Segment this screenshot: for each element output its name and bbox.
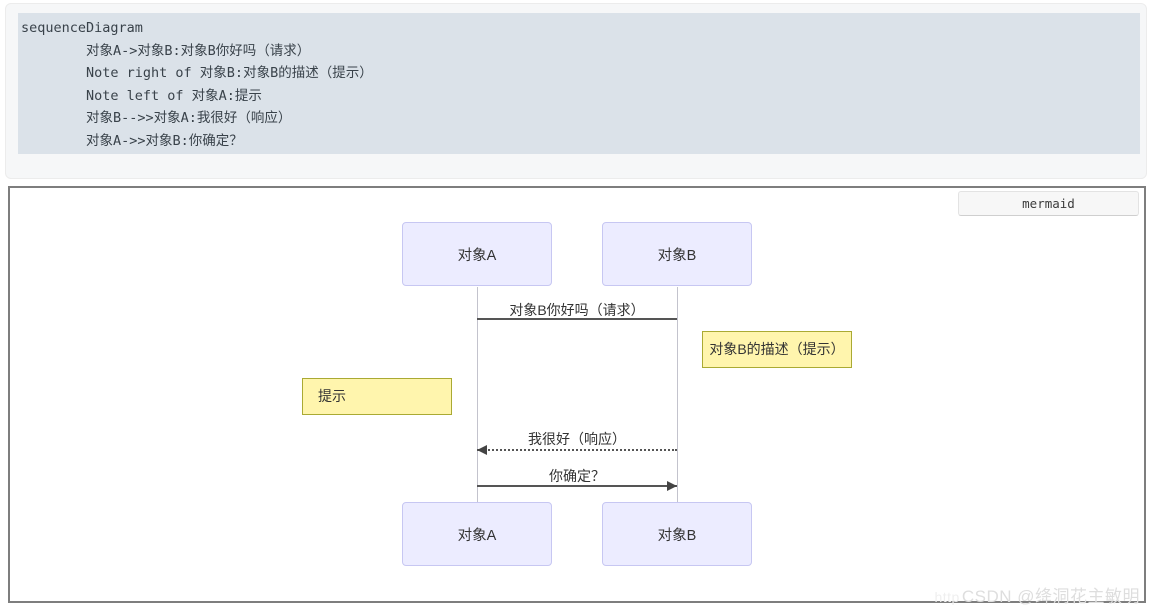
- watermark-url-fragment: http: [934, 589, 960, 605]
- message-2-line: [477, 449, 677, 451]
- actor-box-b-top: 对象B: [602, 222, 752, 286]
- message-3-label: 你确定？: [549, 468, 605, 484]
- lifeline-actor-a: [477, 287, 478, 502]
- lifeline-actor-b: [677, 287, 678, 502]
- message-2-label: 我很好（响应）: [528, 431, 626, 447]
- arrowhead-right-icon: [667, 481, 677, 491]
- mermaid-language-badge[interactable]: mermaid: [958, 191, 1139, 216]
- actor-box-a-bottom: 对象A: [402, 502, 552, 566]
- message-3-line: [477, 485, 677, 487]
- message-1-label: 对象B你好吗（请求）: [509, 302, 645, 318]
- code-line: 对象A->对象B:对象B你好吗（请求）: [21, 42, 311, 59]
- actor-label: 对象B: [657, 247, 697, 264]
- code-line: 对象B-->>对象A:我很好（响应）: [21, 110, 292, 126]
- actor-label: 对象A: [457, 527, 497, 544]
- actor-label: 对象B: [657, 527, 697, 544]
- watermark-text: CSDN @绛洞花主敏明: [961, 587, 1140, 606]
- code-line: 对象A->>对象B:你确定？: [21, 132, 243, 149]
- code-block-card: sequenceDiagram 对象A->对象B:对象B你好吗（请求） Note…: [5, 3, 1147, 179]
- message-1-line: [477, 318, 677, 320]
- arrowhead-left-icon: [477, 445, 487, 455]
- code-line: sequenceDiagram: [21, 20, 143, 36]
- code-line: Note right of 对象B:对象B的描述（提示）: [21, 65, 373, 81]
- actor-label: 对象A: [457, 247, 497, 264]
- code-line: Note left of 对象A:提示: [21, 87, 262, 104]
- note-right-of-b: 对象B的描述（提示）: [702, 331, 852, 368]
- note-left-of-a: 提示: [302, 378, 452, 415]
- actor-box-b-bottom: 对象B: [602, 502, 752, 566]
- diagram-panel: [8, 186, 1146, 603]
- mermaid-source-code[interactable]: sequenceDiagram 对象A->对象B:对象B你好吗（请求） Note…: [18, 13, 1140, 154]
- actor-box-a-top: 对象A: [402, 222, 552, 286]
